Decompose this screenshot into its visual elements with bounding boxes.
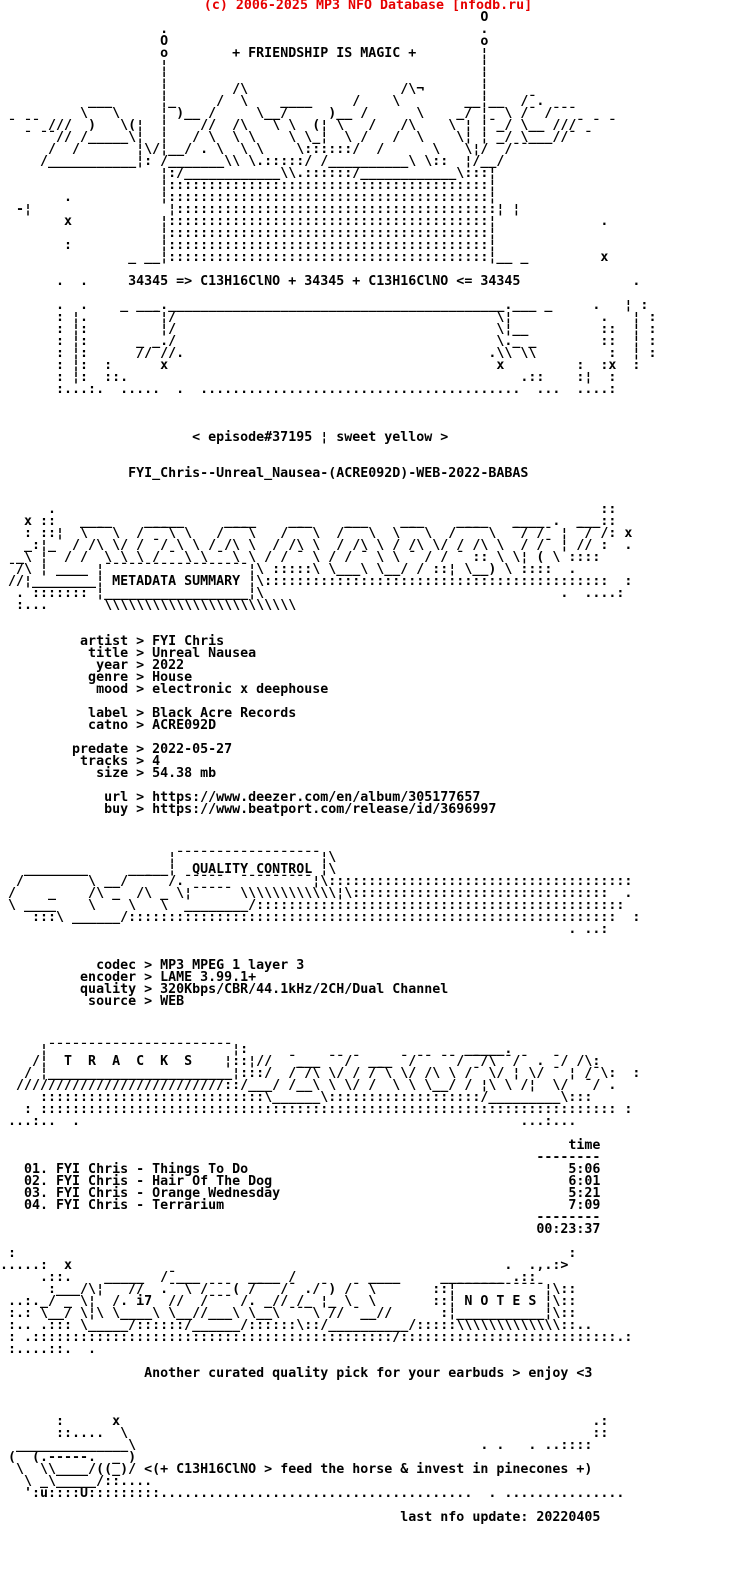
release-name: FYI_Chris--Unreal_Nausea-(ACRE092D)-WEB-… bbox=[128, 466, 529, 481]
metadata-banner-art: . :: x :: ____ _____ ____ ___ ___ ___ __… bbox=[8, 502, 633, 613]
equation-line: . . 34345 => C13H16ClNO + 34345 + C13H16… bbox=[0, 274, 641, 289]
metadata-fields: artist > FYI Chris title > Unreal Nausea… bbox=[72, 634, 497, 817]
footer-art: : x .: ::.... \ :: ______________\ bbox=[8, 1414, 625, 1501]
gate-art: . . _ ___.______________________________… bbox=[56, 298, 657, 397]
notes-banner-art: : : .....: x . .,.:> .::. _____ /¯___ __… bbox=[0, 1246, 633, 1357]
track-table: time -------- 01. FYI Chris - Things To … bbox=[24, 1138, 601, 1237]
last-update-line: last nfo update: 20220405 bbox=[400, 1510, 601, 1525]
copyright-line: (c) 2006-2025 MP3 NFO Database [nfodb.ru… bbox=[203, 0, 533, 13]
tracks-banner-art: ¦¯¯¯¯¯¯¯¯¯¯¯¯¯¯¯¯¯¯¯¯¯¯¯¦: _____. /¦ T R… bbox=[8, 1042, 641, 1129]
nfo-page: (c) 2006-2025 MP3 NFO Database [nfodb.ru… bbox=[0, 0, 657, 1525]
quality-fields: codec > MP3 MPEG 1 layer 3 encoder > LAM… bbox=[80, 958, 449, 1009]
episode-line: < episode#37195 ¦ sweet yellow > bbox=[192, 430, 449, 445]
notes-message: Another curated quality pick for your ea… bbox=[144, 1366, 593, 1381]
top-art: O . . O o o + FRIENDSHIP IS MAGIC + ¦ bbox=[8, 10, 617, 265]
quality-banner-art: ¦¯¯¯¯¯¯¯¯¯¯¯¯¯¯¯¯¯¯¦\ ________ _____¦ QU… bbox=[8, 850, 641, 937]
